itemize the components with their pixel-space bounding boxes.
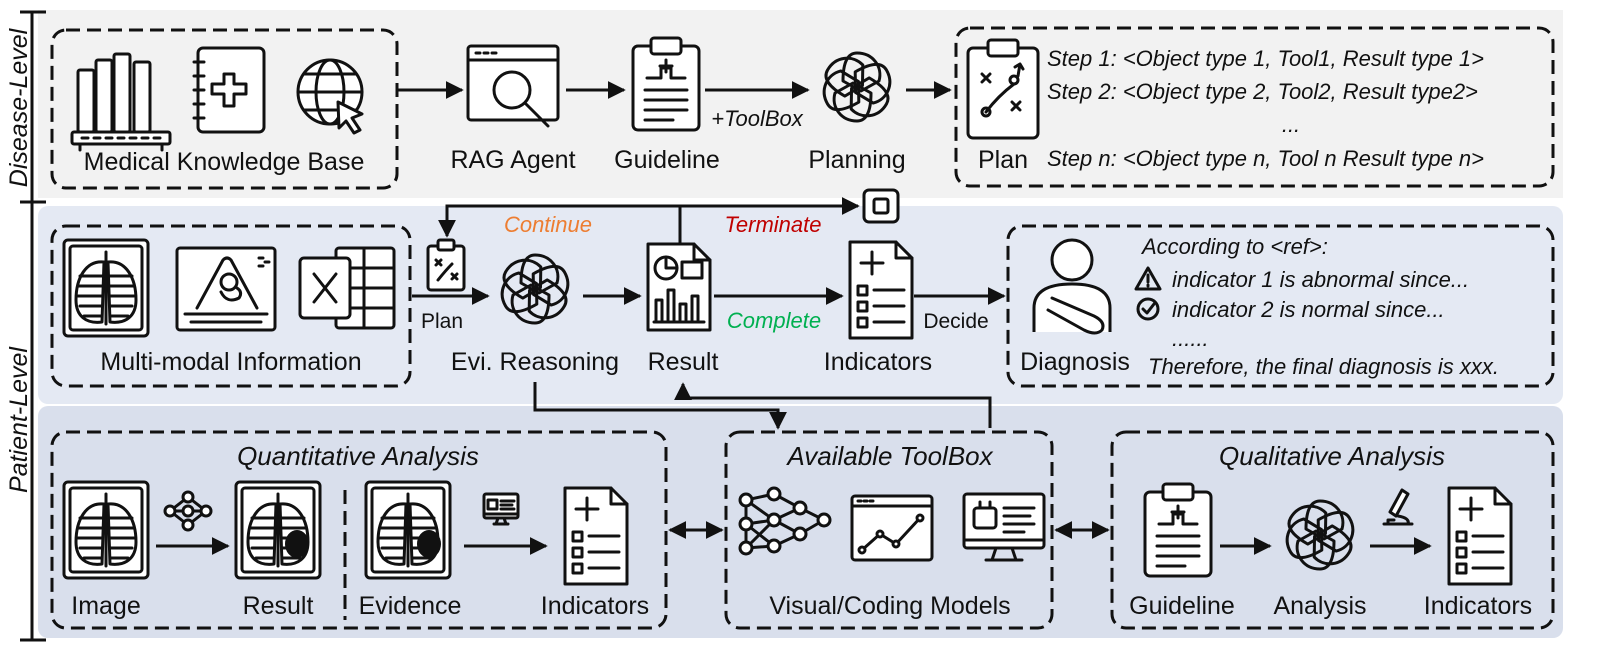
plan-label: Plan bbox=[978, 146, 1028, 174]
medical-book-icon bbox=[192, 46, 266, 134]
rag-search-icon bbox=[466, 44, 560, 128]
spreadsheet-icon bbox=[298, 246, 396, 330]
plan-edge-label: Plan bbox=[421, 310, 463, 333]
result-report-icon bbox=[646, 242, 712, 332]
diagnosis-label: Diagnosis bbox=[1020, 348, 1130, 376]
plan-step-ellipsis: ... bbox=[1282, 112, 1300, 137]
terminate-label: Terminate bbox=[724, 212, 821, 237]
models-label: Visual/Coding Models bbox=[769, 592, 1010, 620]
line-chart-icon bbox=[850, 494, 934, 562]
xray-icon bbox=[62, 238, 150, 338]
level-bracket bbox=[20, 10, 46, 642]
quant-indicators-label: Indicators bbox=[541, 592, 649, 620]
knowledge-base-label: Medical Knowledge Base bbox=[84, 148, 365, 176]
guideline-label: Guideline bbox=[614, 146, 720, 174]
warning-icon bbox=[1134, 266, 1162, 291]
quantitative-title: Quantitative Analysis bbox=[237, 441, 479, 471]
evidence-xray-icon bbox=[364, 480, 452, 580]
diagnosis-line-ellipsis: ...... bbox=[1172, 326, 1209, 351]
qualitative-title: Qualitative Analysis bbox=[1219, 441, 1445, 471]
toolbox-label: +ToolBox bbox=[711, 106, 804, 131]
multimodal-label: Multi-modal Information bbox=[100, 348, 361, 376]
decide-label: Decide bbox=[923, 310, 988, 333]
evidence-label: Evidence bbox=[359, 592, 462, 620]
planning-label: Planning bbox=[808, 146, 905, 174]
diagnosis-line-abnormal: indicator 1 is abnormal since... bbox=[1172, 267, 1469, 292]
neural-network-icon bbox=[738, 486, 832, 556]
result-label: Result bbox=[648, 348, 719, 376]
qualitative-box bbox=[1110, 430, 1555, 630]
diagnosis-line-ref: According to <ref>: bbox=[1140, 234, 1328, 259]
reasoning-to-toolbox-arrow bbox=[533, 382, 787, 430]
patient-icon bbox=[1032, 238, 1112, 335]
plan-step-1: Step 1: <Object type 1, Tool1, Result ty… bbox=[1047, 46, 1484, 71]
check-circle-icon bbox=[1136, 297, 1160, 321]
stop-icon bbox=[862, 188, 900, 224]
plan-step-2: Step 2: <Object type 2, Tool2, Result ty… bbox=[1047, 79, 1478, 104]
qual-guideline-label: Guideline bbox=[1129, 592, 1235, 620]
plan-box bbox=[954, 26, 1555, 188]
rag-agent-label: RAG Agent bbox=[450, 146, 575, 174]
reasoning-label: Evi. Reasoning bbox=[451, 348, 619, 376]
toolbox-title: Available ToolBox bbox=[785, 441, 993, 471]
diagnosis-line-final: Therefore, the final diagnosis is xxx. bbox=[1148, 354, 1499, 379]
complete-label: Complete bbox=[727, 308, 821, 333]
knowledge-base-box bbox=[50, 28, 399, 190]
patient-level-panel bbox=[38, 206, 1563, 404]
ultrasound-icon bbox=[175, 246, 277, 332]
guideline-clipboard-icon bbox=[631, 36, 701, 132]
stop-square-icon bbox=[872, 197, 890, 215]
qual-indicators-doc-icon bbox=[1447, 486, 1513, 586]
coding-model-mini-icon bbox=[482, 492, 520, 526]
web-globe-icon bbox=[296, 58, 364, 135]
toolbox-box bbox=[724, 430, 1054, 630]
indicators-label: Indicators bbox=[824, 348, 932, 376]
qual-indicators-label: Indicators bbox=[1424, 592, 1532, 620]
quant-indicators-doc-icon bbox=[563, 486, 629, 586]
books-icon bbox=[70, 52, 172, 152]
plan-mini-icon bbox=[426, 238, 466, 292]
continue-label: Continue bbox=[504, 212, 592, 237]
analysis-panel bbox=[38, 406, 1563, 638]
disease-level-panel bbox=[38, 10, 1563, 198]
image-label: Image bbox=[71, 592, 140, 620]
quant-result-label: Result bbox=[243, 592, 314, 620]
microscope-icon bbox=[1382, 488, 1414, 526]
diagnosis-box bbox=[1006, 224, 1555, 388]
plan-strategy-icon bbox=[966, 38, 1040, 140]
plan-step-n: Step n: <Object type n, Tool n Result ty… bbox=[1047, 146, 1484, 171]
image-xray-icon bbox=[62, 480, 150, 580]
diagnosis-line-normal: indicator 2 is normal since... bbox=[1172, 297, 1445, 322]
qual-guideline-icon bbox=[1143, 482, 1213, 578]
toolbox-to-result-arrow bbox=[674, 382, 992, 428]
indicators-doc-icon bbox=[848, 240, 914, 340]
patient-level-label: Patient-Level bbox=[5, 346, 33, 493]
result-xray-icon bbox=[234, 480, 322, 580]
disease-level-label: Disease-Level bbox=[5, 27, 33, 187]
analysis-label: Analysis bbox=[1273, 592, 1366, 620]
